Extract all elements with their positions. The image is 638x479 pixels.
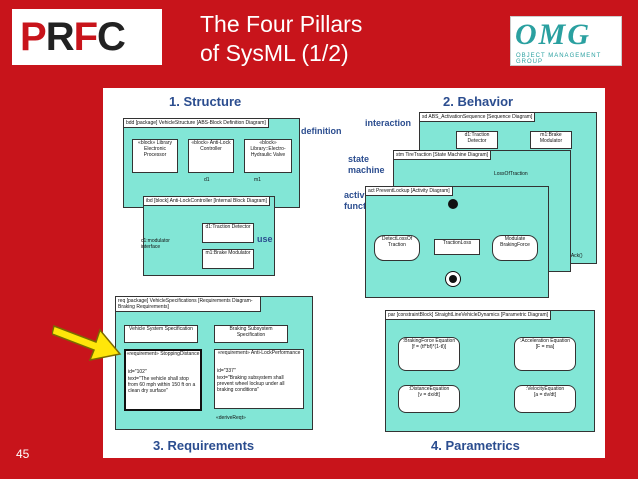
c1-interface-label: c1:modulator interface [141, 238, 170, 250]
act-header: act PreventLockup [Activity Diagram] [366, 187, 453, 196]
eq-velocity: :VelocityEquation [a = dv/dt] [514, 385, 576, 413]
parametrics-title: 4. Parametrics [431, 438, 520, 453]
eq-braking-force: :BrakingForce Equation [f = (tf*bf)*(1-t… [398, 337, 460, 371]
omg-logo-subtext: OBJECT MANAGEMENT GROUP [516, 53, 602, 65]
function-label: function [344, 201, 380, 211]
role-m1: m1 [254, 177, 261, 183]
definition-label: definition [301, 126, 342, 136]
req1-text: text="The vehicle shall stop from 60 mph… [128, 376, 196, 394]
prfc-logo: PRFC [12, 9, 162, 65]
req1-id: id="102" [128, 369, 147, 375]
req-stopping-distance: «requirement» StoppingDistance id="102" … [124, 349, 202, 411]
structure-title: 1. Structure [169, 94, 242, 109]
ibd-header: ibd [block] Anti-LockController [Interna… [144, 197, 270, 206]
action-traction-loss: TractionLoss [434, 239, 480, 255]
requirements-title: 3. Requirements [153, 438, 255, 453]
req2-title: «requirement» Anti-LockPerformance [217, 350, 301, 356]
sysml-diagram-panel: 1. Structure bdd [package] VehicleStruct… [103, 88, 605, 458]
omg-logo-text: OMG [515, 18, 592, 51]
par-header: par [constraintBlock] StraightLineVehicl… [386, 311, 552, 320]
eq4-name: :VelocityEquation [525, 386, 565, 392]
block-anti-lock-controller: «block» Anti-Lock Controller [188, 139, 234, 173]
sd-lifeline-brake-modulator: m1:Brake Modulator [530, 131, 572, 149]
stm-header: stm TireTraction [State Machine Diagram] [394, 151, 492, 160]
vehicle-spec-package: Vehicle System Specification [124, 325, 198, 343]
logo-letter-p: P [20, 15, 47, 59]
bdd-frame: bdd [package] VehicleStructure [ABS-Bloc… [123, 118, 300, 208]
role-d1: d1 [204, 177, 210, 183]
eq-distance: :DistanceEquation [v = dx/dt] [398, 385, 460, 413]
machine-label: machine [348, 165, 385, 175]
sd-lifeline-traction-detector: d1:Traction Detector [456, 131, 498, 149]
final-node-icon [445, 271, 461, 287]
parametrics-frame: par [constraintBlock] StraightLineVehicl… [385, 310, 595, 432]
interaction-label: interaction [365, 118, 412, 128]
slide-title: The Four Pillars of SysML (1/2) [200, 10, 500, 68]
msg-send-ack: sendAck() [560, 253, 583, 259]
sd-header: sd ABS_ActivationSequence [Sequence Diag… [420, 113, 536, 122]
logo-letter-c: C [97, 15, 126, 59]
action-modulate-braking: Modulate BrakingForce [492, 235, 538, 261]
title-line-1: The Four Pillars [200, 11, 363, 37]
braking-spec-package: Braking Subsystem Specification [214, 325, 288, 343]
eq-acceleration: :Acceleration Equation [F = ma] [514, 337, 576, 371]
req2-text: text="Braking subsystem shall prevent wh… [217, 375, 285, 393]
req-anti-lock-performance: «requirement» Anti-LockPerformance id="3… [214, 349, 304, 409]
req1-title: «requirement» StoppingDistance [126, 351, 200, 357]
omg-logo: OMG OBJECT MANAGEMENT GROUP [510, 16, 622, 66]
eq2-name: :Acceleration Equation [519, 338, 571, 344]
title-line-2: of SysML (1/2) [200, 40, 349, 66]
ibd-frame: ibd [block] Anti-LockController [Interna… [143, 196, 275, 276]
req-header: req [package] VehicleSpecifications [Req… [116, 297, 261, 312]
stm-state-loss-of-traction: LossOfTraction [494, 171, 528, 177]
eq4-formula: [a = dv/dt] [533, 392, 557, 398]
eq1-name: :BrakingForce Equation [402, 338, 456, 344]
eq2-formula: [F = ma] [535, 344, 555, 350]
eq3-name: :DistanceEquation [408, 386, 450, 392]
logo-letter-f: F [73, 15, 98, 59]
part-brake-modulator: m1:Brake Modulator [202, 249, 254, 269]
eq1-formula: [f = (tf*bf)*(1-tl)] [411, 344, 447, 350]
yellow-arrow-icon [52, 324, 122, 362]
activity-label: activity/ [344, 190, 378, 200]
block-hydraulic-valve: «block» Library::Electro-Hydraulic Valve [244, 139, 292, 173]
logo-letter-r: R [45, 15, 75, 59]
state-label: state [348, 154, 370, 164]
use-label: use [257, 234, 273, 244]
page-number: 45 [16, 447, 30, 461]
part-traction-detector: d1:Traction Detector [202, 223, 254, 243]
block-electronic-processor: «block» Library Electronic Processor [132, 139, 178, 173]
behavior-title: 2. Behavior [443, 94, 514, 109]
initial-node-icon [448, 199, 458, 209]
action-detect-loss: DetectLossOf Traction [374, 235, 420, 261]
eq3-formula: [v = dx/dt] [418, 392, 440, 398]
derive-reqt-label: «deriveReqt» [216, 415, 246, 421]
requirements-frame: req [package] VehicleSpecifications [Req… [115, 296, 313, 430]
req2-id: id="337" [217, 368, 236, 374]
activity-diagram-frame: act PreventLockup [Activity Diagram] Det… [365, 186, 549, 298]
bdd-header: bdd [package] VehicleStructure [ABS-Bloc… [124, 119, 269, 128]
